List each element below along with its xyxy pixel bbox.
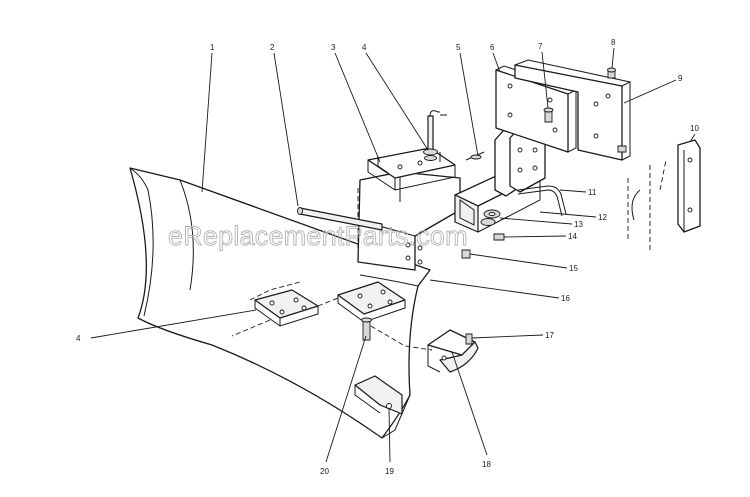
callout-20: 20 <box>320 467 329 476</box>
blade-mounting-plate-left <box>254 289 319 327</box>
callout-11: 11 <box>588 188 597 197</box>
callout-16: 16 <box>561 294 570 303</box>
pivot-rod <box>297 207 383 231</box>
callout-2: 2 <box>270 43 275 52</box>
callout-numbers: 1 2 3 4 4 5 6 7 8 9 10 11 12 13 14 15 16… <box>76 38 699 476</box>
wear-strip <box>677 139 701 233</box>
callout-4-lower: 4 <box>76 334 81 343</box>
skid-shoe <box>427 329 479 373</box>
callout-7: 7 <box>538 42 543 51</box>
hardware-bolts <box>543 67 616 123</box>
callout-5: 5 <box>456 43 461 52</box>
callout-6: 6 <box>490 43 495 52</box>
callout-15: 15 <box>569 264 578 273</box>
vehicle-mount-plate <box>495 65 578 153</box>
callout-17: 17 <box>545 331 554 340</box>
carriage-bolt <box>361 317 372 341</box>
callout-10: 10 <box>690 124 699 133</box>
bent-lock-pin <box>517 185 567 217</box>
callout-12: 12 <box>598 213 607 222</box>
lift-pin <box>423 110 447 161</box>
callout-3: 3 <box>331 43 336 52</box>
callout-14: 14 <box>568 232 577 241</box>
callout-18: 18 <box>482 460 491 469</box>
rear-mounting-plate <box>514 59 632 161</box>
blade-skid-bracket <box>354 375 403 415</box>
watermark-text: eReplacementParts.com <box>168 221 468 251</box>
callout-leaders <box>90 47 696 463</box>
callout-4-upper: 4 <box>362 43 367 52</box>
washers-and-nuts <box>461 209 505 259</box>
callout-1: 1 <box>210 43 215 52</box>
callout-19: 19 <box>385 467 394 476</box>
callout-13: 13 <box>574 220 583 229</box>
callout-9: 9 <box>678 74 683 83</box>
callout-8: 8 <box>611 38 616 47</box>
